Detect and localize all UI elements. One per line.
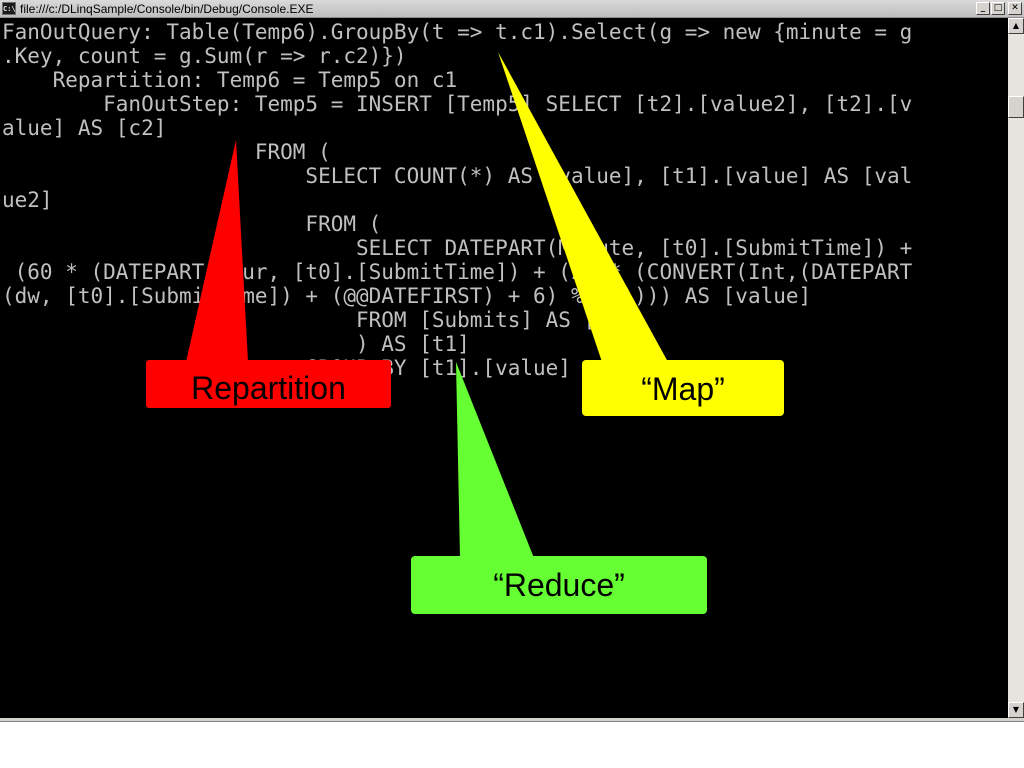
map-pointer [498,52,668,362]
close-button[interactable]: ✕ [1008,2,1022,15]
reduce-pointer [456,362,534,558]
repartition-box [146,360,391,408]
reduce-label: “Reduce” [493,567,625,603]
reduce-callout [411,362,707,614]
map-label: “Map” [641,371,725,407]
window-bottom-border [0,718,1024,722]
minimize-button[interactable]: _ [976,2,990,15]
map-callout [498,52,784,416]
console-app-icon[interactable]: C:\ [2,2,16,15]
maximize-button[interactable]: □ [991,2,1005,15]
window-title: file:///c:/DLinqSample/Console/bin/Debug… [20,2,314,16]
repartition-callout [146,140,391,408]
reduce-box [411,556,707,614]
console-text: FanOutQuery: Table(Temp6).GroupBy(t => t… [2,20,913,404]
title-bar[interactable]: C:\ file:///c:/DLinqSample/Console/bin/D… [0,0,1024,18]
repartition-label: Repartition [191,370,346,406]
repartition-pointer [186,140,248,362]
map-box [582,360,784,416]
